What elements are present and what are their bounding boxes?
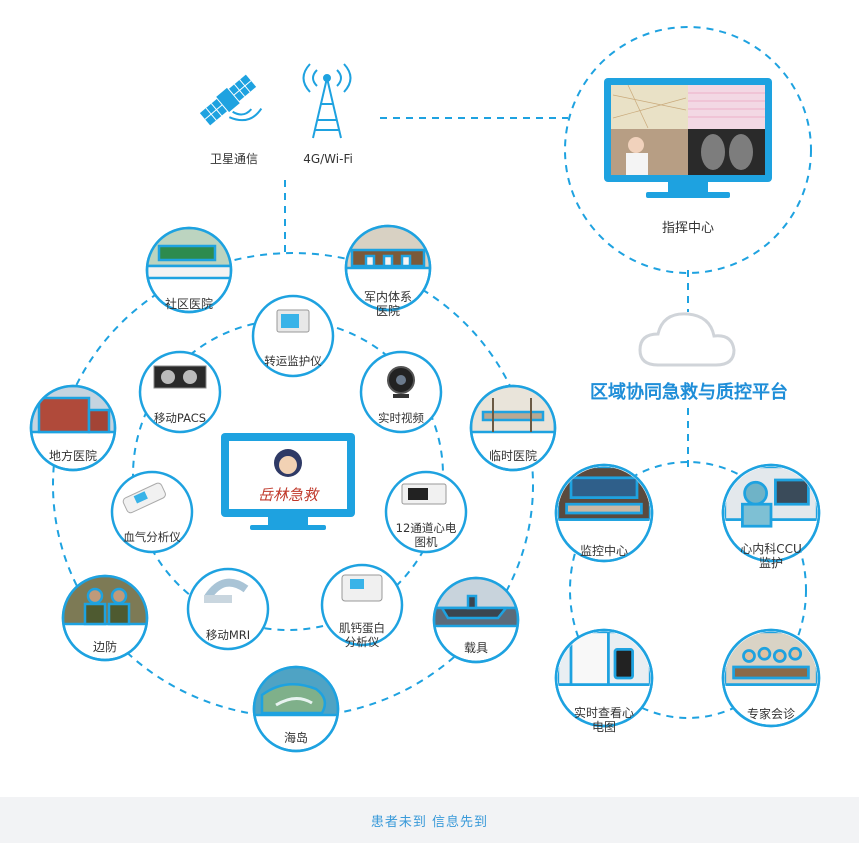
node-realtime-video[interactable] [359, 350, 443, 434]
node-expert-consult[interactable] [721, 628, 821, 728]
monitor-label: 转运监护仪 [264, 354, 322, 368]
center-logo-text: 岳林急救 [258, 487, 320, 504]
satellite-icon [199, 74, 263, 126]
cloud-icon [638, 312, 736, 367]
node-myocardial-analyzer[interactable] [320, 563, 404, 647]
wifi-label: 4G/Wi-Fi [303, 152, 353, 166]
network-diagram: 岳林急救 [29, 26, 821, 753]
center-logo-monitor [221, 433, 355, 530]
border-label: 边防 [92, 640, 118, 654]
myocardial-label-line1: 肌钙蛋白 [339, 621, 385, 635]
node-transport-monitor[interactable] [251, 294, 335, 378]
mri-label: 移动MRI [205, 628, 251, 642]
right-ring [569, 461, 807, 719]
pacs-label: 移动PACS [153, 411, 207, 425]
realtime-ecg-label-line1: 实时查看心 [573, 706, 635, 720]
signal-tower-icon [302, 63, 352, 139]
local-label: 地方医院 [48, 449, 98, 463]
command-center-label: 指挥中心 [661, 221, 715, 236]
ecg-label-line2: 图机 [414, 535, 438, 549]
diagram-canvas: 岳林急救 [8, 0, 851, 797]
node-border[interactable] [61, 574, 149, 662]
node-realtime-ecg[interactable] [554, 628, 654, 728]
node-monitoring-center[interactable] [554, 463, 654, 563]
monitoring-center-label: 监控中心 [579, 544, 629, 558]
community-label: 社区医院 [164, 297, 214, 311]
platform-title: 区域协同急救与质控平台 [590, 382, 788, 403]
island-label: 海岛 [283, 731, 309, 745]
node-blood-gas[interactable] [110, 470, 194, 554]
ccu-label-line2: 监护 [758, 556, 784, 570]
video-label: 实时视频 [378, 411, 424, 425]
temp-label: 临时医院 [488, 449, 538, 463]
command-ring [564, 26, 812, 274]
carrier-label: 载具 [463, 641, 489, 655]
ecg-label-line1: 12通道心电 [395, 521, 457, 535]
expert-consult-label: 专家会诊 [746, 707, 796, 721]
node-ccu[interactable] [721, 463, 821, 563]
node-mobile-pacs[interactable] [138, 350, 222, 434]
ccu-label-line1: 心内科CCU [740, 542, 802, 556]
node-mobile-mri[interactable] [186, 567, 270, 651]
bloodgas-label: 血气分析仪 [123, 530, 181, 544]
node-ecg12[interactable] [384, 470, 468, 554]
footer-tagline: 患者未到 信息先到 [0, 797, 859, 843]
command-monitor-icon [604, 78, 772, 198]
army-label-line1: 军内体系 [363, 290, 413, 304]
satellite-label: 卫星通信 [209, 152, 259, 166]
myocardial-label-line2: 分析仪 [344, 635, 380, 649]
realtime-ecg-label-line2: 电图 [591, 720, 617, 734]
army-label-line2: 医院 [375, 304, 401, 318]
